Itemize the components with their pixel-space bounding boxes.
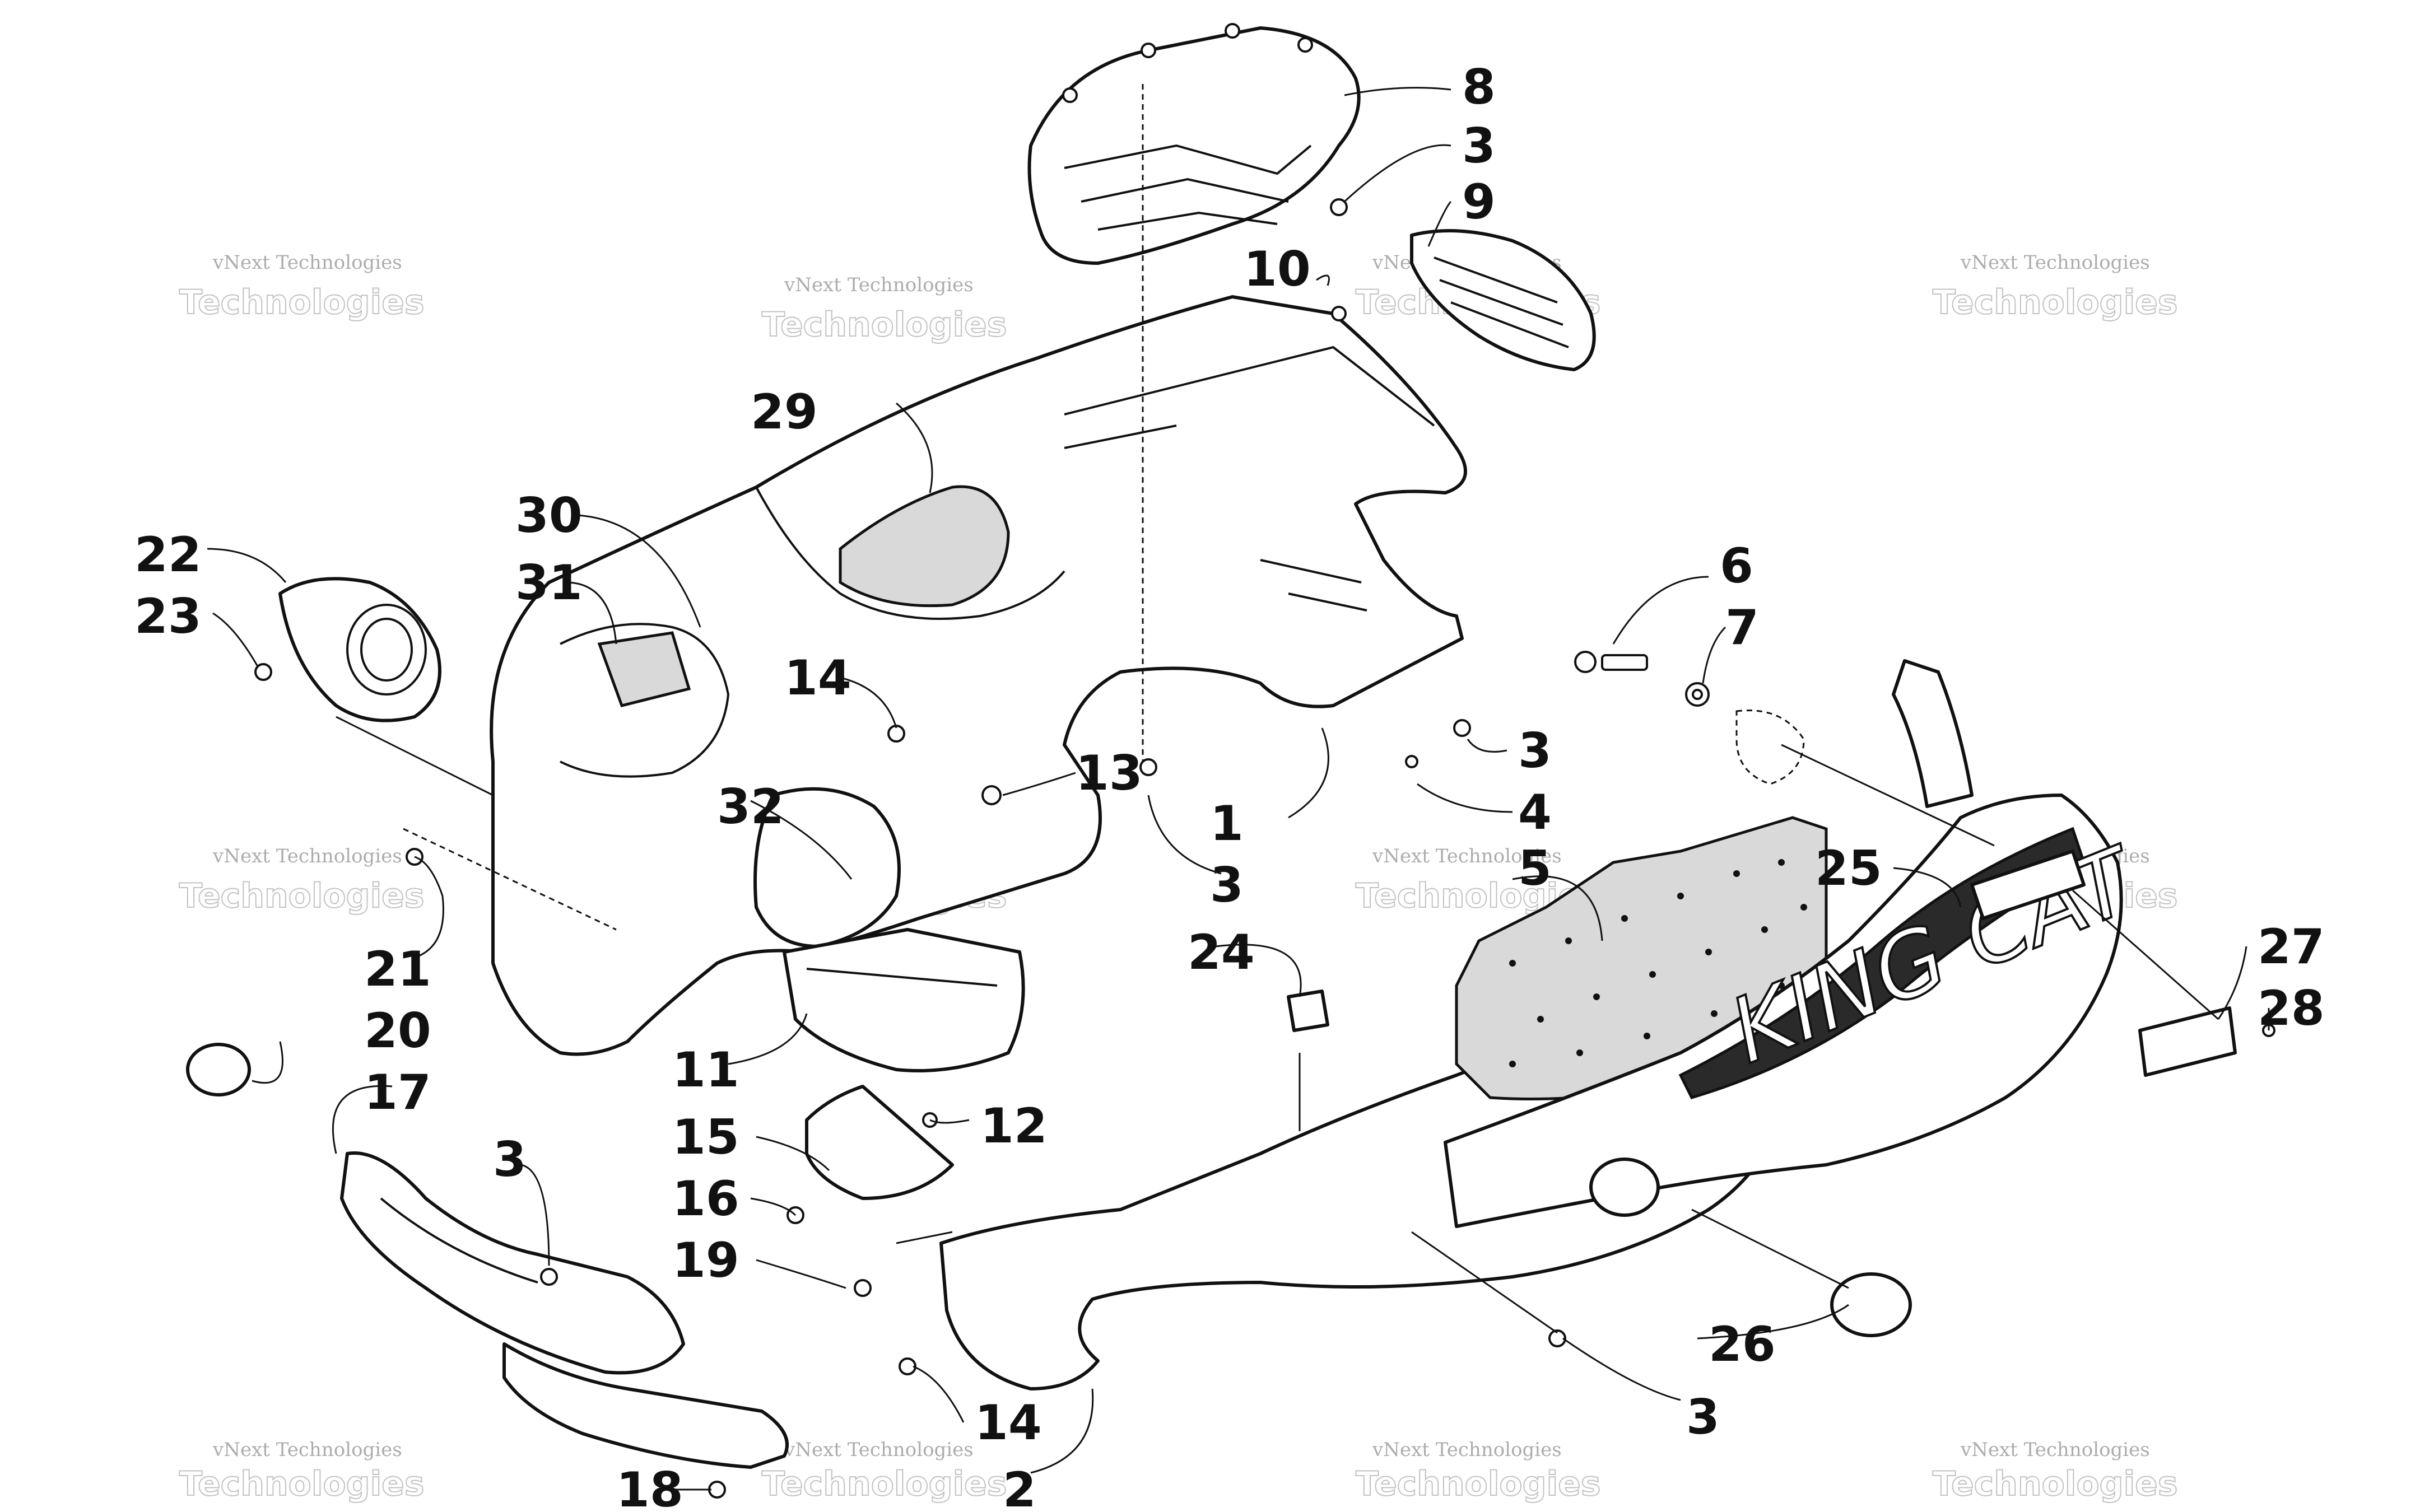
part-17-bumper	[340, 1151, 789, 1469]
callout-14: 14	[975, 1395, 1042, 1451]
callout-29: 29	[751, 384, 818, 440]
watermark-text: vNext Technologies	[784, 1439, 974, 1461]
watermark-text: vNext Technologies	[1960, 1439, 2150, 1461]
part-22-headlight-housing	[278, 577, 441, 722]
callout-12: 12	[980, 1098, 1048, 1154]
callout-3: 3	[1686, 1389, 1720, 1445]
watermark-text: Technologies	[1933, 283, 2178, 322]
part-8-cover	[1027, 23, 1361, 265]
callout-3: 3	[1210, 857, 1244, 913]
part-26-cap	[1589, 1158, 1912, 1337]
callout-26: 26	[1709, 1317, 1776, 1373]
callout-3: 3	[1462, 118, 1496, 174]
watermark-text: vNext Technologies	[784, 274, 974, 296]
part-24-clip	[1287, 990, 1329, 1032]
callout-18: 18	[616, 1462, 683, 1512]
callout-20: 20	[364, 1003, 431, 1059]
watermark-text: vNext Technologies	[1372, 1439, 1562, 1461]
callout-17: 17	[364, 1065, 431, 1121]
part-29-hood	[490, 295, 1467, 1056]
watermark-text: Technologies	[762, 305, 1007, 344]
callout-32: 32	[717, 779, 784, 835]
callout-27: 27	[2258, 919, 2325, 975]
callout-13: 13	[1076, 745, 1143, 801]
watermark-text: vNext Technologies	[1372, 845, 1562, 867]
watermark-text: vNext Technologies	[212, 845, 402, 867]
watermark-text: vNext Technologies	[1960, 251, 2150, 274]
callout-22: 22	[134, 527, 202, 583]
callout-8: 8	[1462, 59, 1496, 115]
leader-lines	[207, 84, 2270, 1491]
watermark-text: vNext Technologies	[212, 1439, 402, 1461]
callout-11: 11	[672, 1042, 739, 1098]
callout-14: 14	[784, 650, 851, 706]
watermark-text: Technologies	[762, 1464, 1007, 1504]
callout-6: 6	[1720, 538, 1753, 594]
watermark-text: Technologies	[179, 1464, 425, 1504]
part-15-deflector	[805, 1085, 954, 1200]
part-9-vent-grille	[1410, 229, 1596, 371]
callout-25: 25	[1815, 841, 1882, 897]
callout-23: 23	[134, 589, 202, 645]
callout-21: 21	[364, 941, 431, 997]
watermark-text: Technologies	[1933, 1464, 2178, 1504]
callout-1: 1	[1210, 796, 1244, 852]
part-27-reflector	[2138, 1006, 2237, 1077]
callout-28: 28	[2258, 981, 2325, 1037]
callout-4: 4	[1518, 785, 1552, 841]
callout-30: 30	[515, 488, 583, 544]
watermark-text: Technologies	[179, 876, 425, 916]
callout-19: 19	[672, 1233, 739, 1289]
part-11-lower-panel	[783, 928, 1025, 1072]
callout-10: 10	[1244, 241, 1311, 297]
callout-31: 31	[515, 555, 583, 611]
callout-3: 3	[1518, 723, 1552, 779]
watermark-text: vNext Technologies	[212, 251, 402, 274]
callout-7: 7	[1725, 600, 1759, 656]
callout-16: 16	[672, 1171, 739, 1227]
part-32-panel	[753, 787, 901, 948]
watermark-text: Technologies	[179, 283, 425, 322]
callout-3: 3	[493, 1132, 527, 1188]
part-6-7-fasteners	[1574, 651, 1805, 785]
part-20-ring	[186, 1043, 251, 1096]
callout-5: 5	[1518, 841, 1552, 897]
callout-24: 24	[1188, 925, 1255, 981]
callout-2: 2	[1003, 1462, 1036, 1512]
callout-labels: 8 3 9 10 29 30 31 22 23 14 13 32 6 7 3 4…	[134, 59, 2325, 1512]
callout-9: 9	[1462, 174, 1496, 230]
callout-15: 15	[672, 1109, 739, 1165]
watermark-text: Technologies	[1356, 1464, 1601, 1504]
